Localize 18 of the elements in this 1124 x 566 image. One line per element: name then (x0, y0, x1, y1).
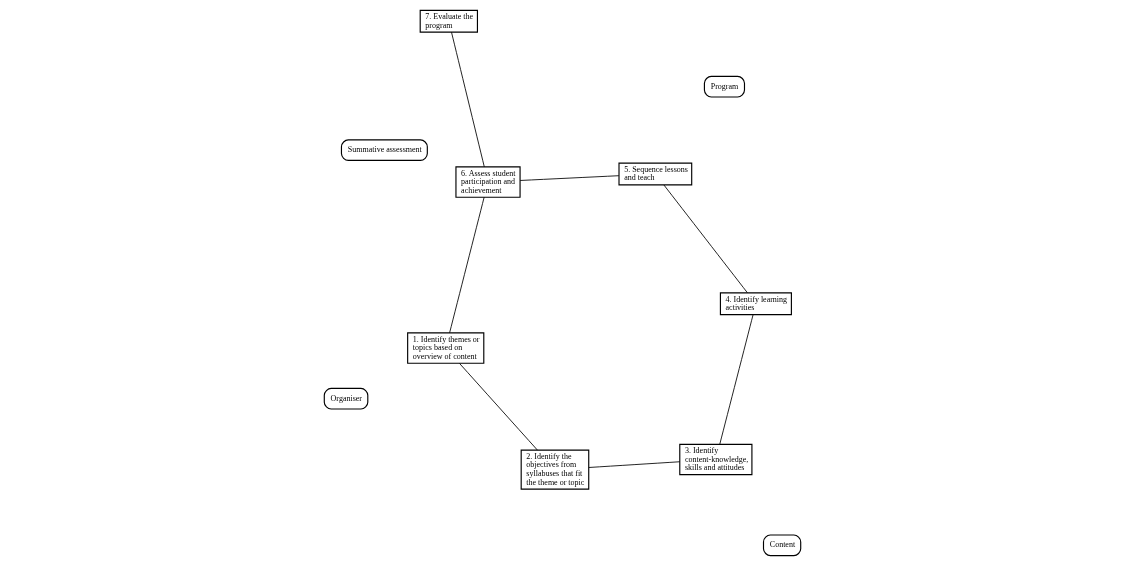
node-box: 7. Evaluate the program (419, 9, 478, 33)
connector (458, 363, 538, 451)
node-box: 3. Identify content-knowledge, skills and attitudes (678, 443, 752, 476)
connector (450, 31, 485, 168)
connector (448, 196, 485, 334)
connector (519, 175, 619, 181)
node-box: Program (703, 75, 745, 98)
connector (587, 461, 680, 468)
node-box: Organiser (323, 387, 368, 410)
node-box: 6. Assess student participation and achievement (454, 166, 521, 198)
node-box: 1. Identify themes or topics based on overview of content (406, 332, 484, 364)
node-box: 5. Sequence lessons and teach (617, 162, 692, 186)
node-box: 4. Identify learning activities (719, 292, 792, 316)
node-box: Summative assessment (340, 139, 428, 161)
connector (663, 184, 748, 294)
node-box: 2. Identify the objectives from syllabuses that fit the theme or topic (520, 449, 589, 490)
node-box: Content (762, 534, 801, 557)
connector (718, 314, 753, 445)
